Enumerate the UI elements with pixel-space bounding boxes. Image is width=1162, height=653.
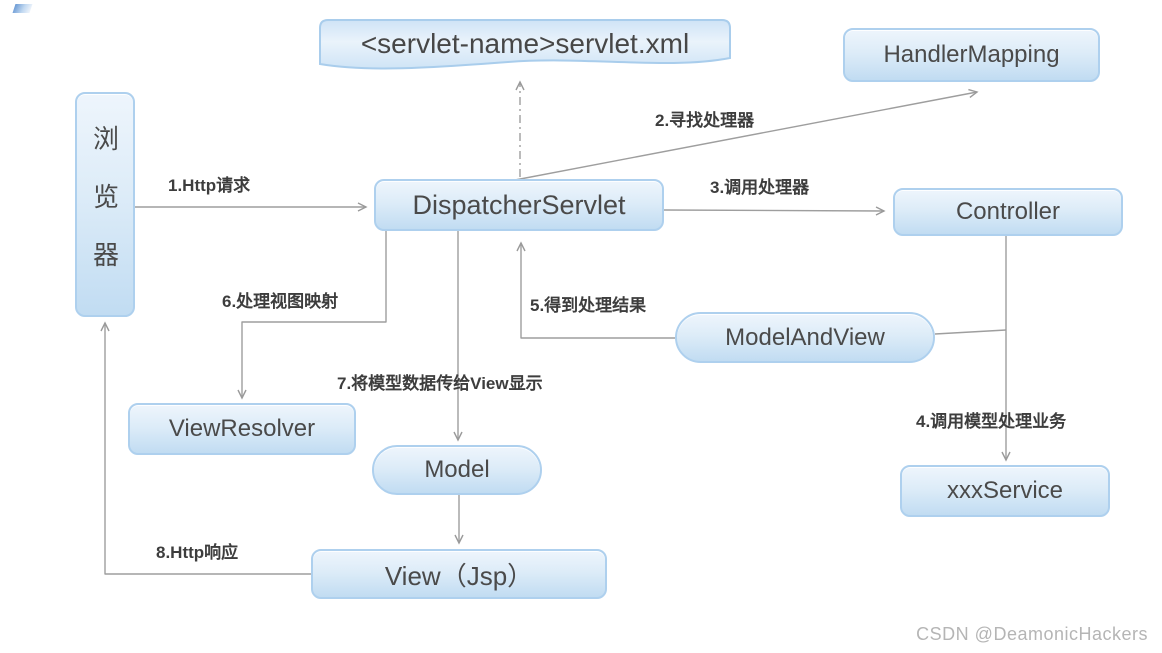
node-view-resolver: ViewResolver xyxy=(128,403,356,455)
edge-controller-to-modelandview xyxy=(934,329,1007,335)
edge-label-step5: 5.得到处理结果 xyxy=(530,296,647,315)
edge-label-step1: 1.Http请求 xyxy=(168,176,251,195)
node-handler-mapping: HandlerMapping xyxy=(843,28,1100,82)
edge-8-http-response xyxy=(100,321,311,575)
edge-label-step2: 2.寻找处理器 xyxy=(655,111,755,130)
node-servlet-xml: <servlet-name>servlet.xml xyxy=(360,28,690,59)
edge-label-step7: 7.将模型数据传给View显示 xyxy=(337,374,543,393)
node-xxx-service: xxxService xyxy=(900,465,1110,517)
edge-3-invoke-handler xyxy=(663,206,886,216)
corner-artifact xyxy=(12,4,33,13)
edge-label-step3: 3.调用处理器 xyxy=(710,178,810,197)
edge-label-step6: 6.处理视图映射 xyxy=(222,292,339,311)
edge-label-step4: 4.调用模型处理业务 xyxy=(916,412,1067,431)
node-browser: 浏览器 xyxy=(75,92,135,317)
csdn-watermark: CSDN @DeamonicHackers xyxy=(916,624,1148,644)
edge-5-return-result xyxy=(516,241,675,339)
node-model-and-view: ModelAndView xyxy=(675,312,935,363)
servlet-xml-document-shape xyxy=(319,19,731,70)
edge-label-step8: 8.Http响应 xyxy=(156,543,239,562)
node-controller: Controller xyxy=(893,188,1123,236)
node-model: Model xyxy=(372,445,542,495)
edge-6-view-mapping xyxy=(237,231,387,400)
edge-2-find-handler xyxy=(514,88,979,181)
node-view-jsp: View（Jsp） xyxy=(311,549,607,599)
node-dispatcher-servlet: DispatcherServlet xyxy=(374,179,664,231)
